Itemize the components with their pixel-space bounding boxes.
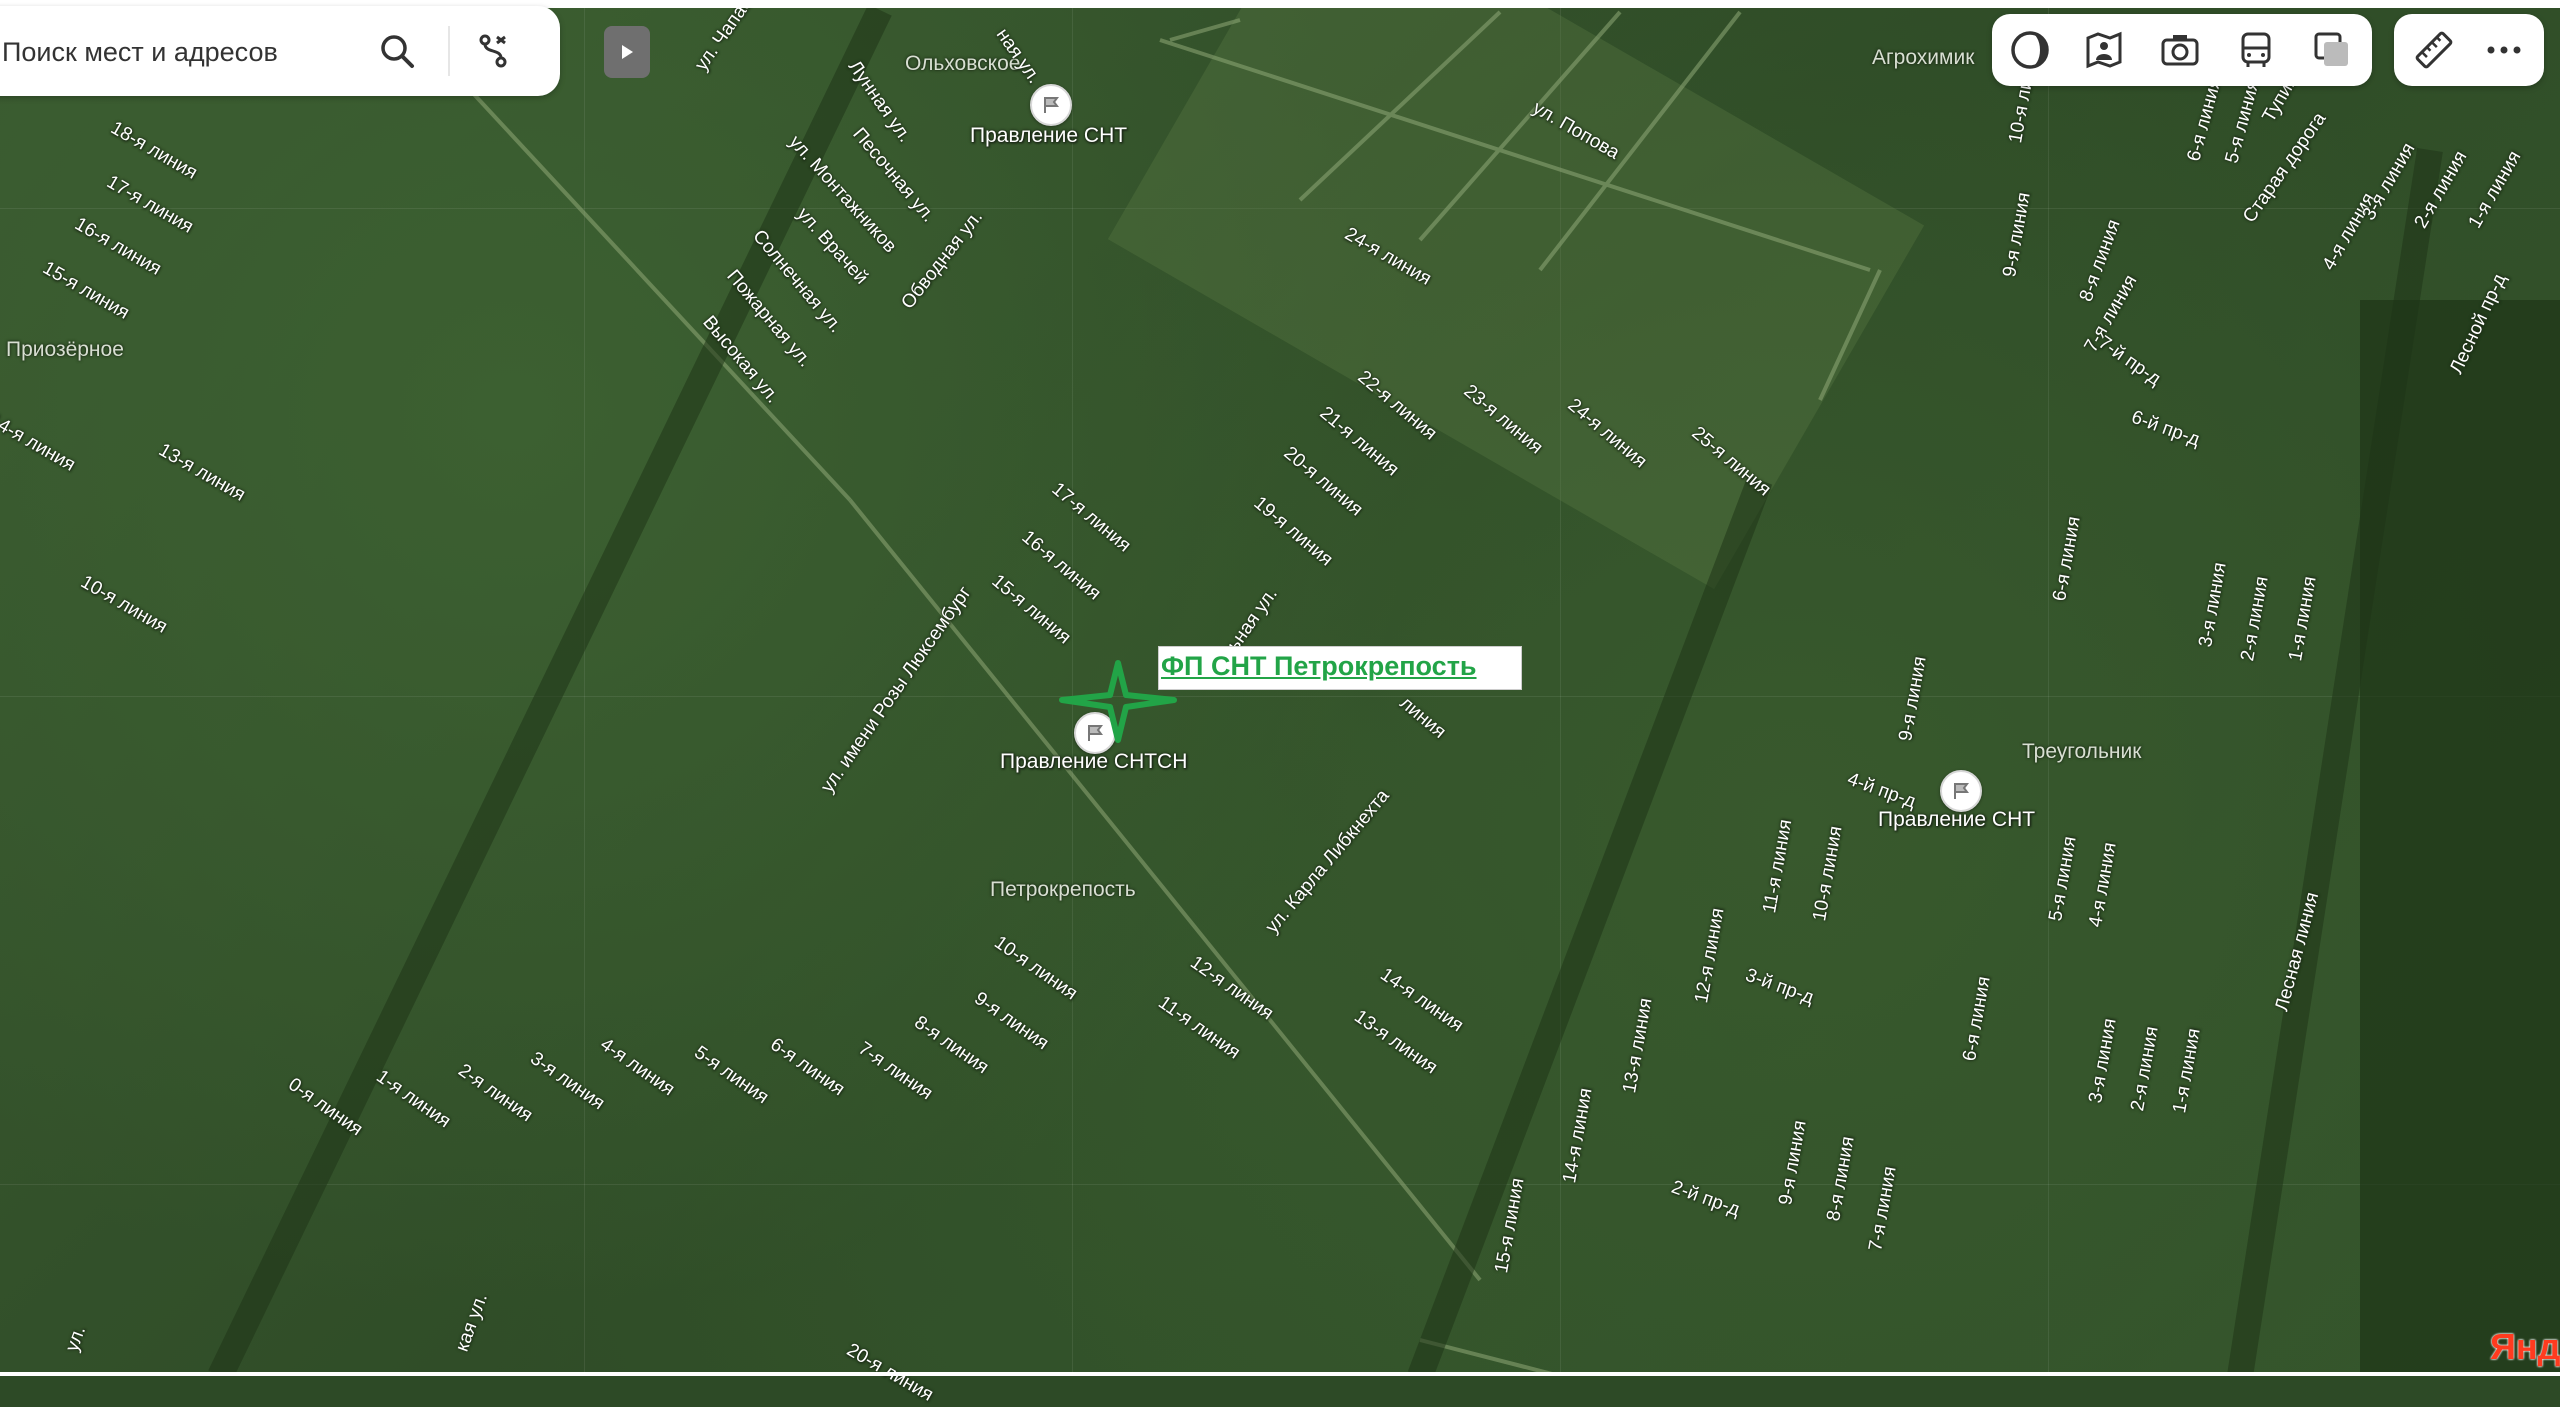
search-icon — [381, 35, 414, 68]
route-button[interactable] — [466, 24, 520, 78]
collapse-panel-button[interactable] — [604, 26, 650, 78]
place-treugolnik: Треугольник — [2022, 740, 2142, 763]
layers-icon — [2314, 32, 2348, 66]
map-roads-layer — [208, 0, 2560, 1376]
bus-icon — [2241, 32, 2271, 67]
layers-toolbar — [1992, 14, 2372, 86]
panel-divider — [448, 26, 450, 76]
tools-toolbar — [2394, 14, 2544, 86]
tile-line — [2048, 0, 2049, 1376]
place-priozernoe: Приозёрное — [6, 338, 124, 361]
place-olkhovskoe: Ольховское — [905, 52, 1021, 75]
yandex-logo: Янд — [2490, 1326, 2560, 1367]
route-icon — [479, 34, 507, 68]
map-mode-button[interactable] — [2004, 24, 2056, 76]
tile-line — [1072, 0, 1073, 1376]
panorama-icon — [2086, 31, 2122, 69]
location-callout[interactable]: ФП СНТ Петрокрепость — [1158, 646, 1522, 690]
camera-icon — [2161, 35, 2199, 66]
place-agrokhimik: Агрохимик — [1872, 46, 1975, 69]
poi-flag-icon[interactable] — [1940, 770, 1982, 812]
tile-line — [0, 208, 2560, 209]
callout-label: ФП СНТ Петрокрепость — [1161, 651, 1477, 681]
ruler-button[interactable] — [2408, 24, 2460, 76]
more-button[interactable] — [2478, 24, 2530, 76]
star-marker-icon[interactable] — [1058, 658, 1178, 748]
tile-line — [0, 1184, 2560, 1185]
search-panel — [0, 6, 560, 96]
tile-line — [584, 0, 585, 1376]
poi-label[interactable]: Правление СНТСН — [1000, 750, 1188, 773]
place-petrokrepost: Петрокрепость — [990, 878, 1136, 901]
search-button[interactable] — [370, 24, 424, 78]
play-icon — [622, 45, 633, 59]
circle-layer-icon — [2011, 31, 2049, 69]
layers-button[interactable] — [2306, 24, 2358, 76]
search-input[interactable] — [0, 30, 364, 74]
tile-line — [0, 696, 2560, 697]
poi-label[interactable]: Правление СНТ — [1878, 808, 2036, 831]
top-border — [0, 0, 2560, 8]
poi-flag-icon[interactable] — [1030, 84, 1072, 126]
bottom-border — [0, 1372, 2560, 1376]
more-icon — [2487, 46, 2521, 54]
tile-line — [1560, 0, 1561, 1376]
transport-button[interactable] — [2230, 24, 2282, 76]
poi-label[interactable]: Правление СНТ — [970, 124, 1128, 147]
panorama-button[interactable] — [2078, 24, 2130, 76]
ruler-icon — [2415, 31, 2453, 69]
poi-flag-icon[interactable] — [1074, 712, 1116, 754]
photo-button[interactable] — [2154, 24, 2206, 76]
